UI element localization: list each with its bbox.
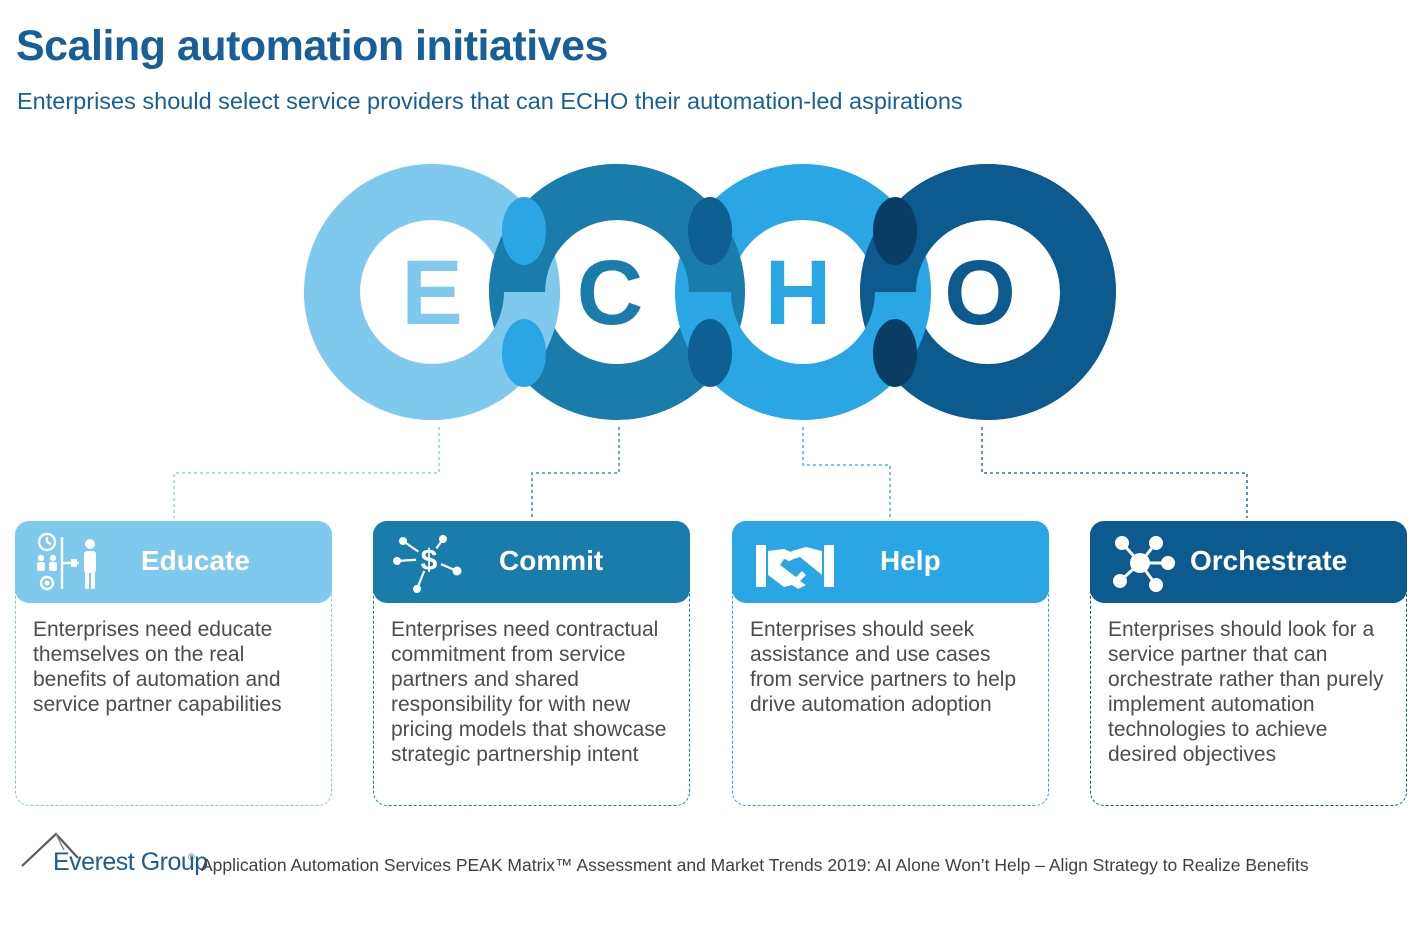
card-orchestrate: Orchestrate Enterprises should look for … <box>1090 521 1407 806</box>
source-citation: Application Automation Services PEAK Mat… <box>201 855 1309 875</box>
ring-c-over <box>489 164 745 292</box>
echo-rings-diagram: E C H O <box>173 164 1248 518</box>
echo-letter-o: O <box>944 242 1016 344</box>
card-header: Help <box>732 521 1049 603</box>
ring-o-over <box>860 164 1116 292</box>
registered-mark: ® <box>188 852 195 862</box>
page-title: Scaling automation initiatives <box>16 22 608 70</box>
card-header: Educate <box>15 521 332 603</box>
network-nodes-icon <box>1113 536 1175 592</box>
card-educate: Educate Enterprises need educate themsel… <box>15 521 332 806</box>
card-help: Help Enterprises should seek assistance … <box>732 521 1049 806</box>
card-title: Educate <box>141 545 250 576</box>
echo-letter-c: C <box>577 242 643 344</box>
overlap-ch-top <box>688 197 732 265</box>
overlap-ec-bottom <box>502 319 546 387</box>
card-description: Enterprises should look for a service pa… <box>1108 618 1384 766</box>
brand-name: Everest Group <box>53 848 208 876</box>
dollar-network-icon: $ <box>393 535 462 593</box>
connector-line-orchestrate <box>981 427 1248 518</box>
connector-line-help <box>802 427 891 518</box>
ring-e-over <box>304 292 560 420</box>
card-header: $ Commit <box>373 521 690 603</box>
overlap-ho-bottom <box>873 319 917 387</box>
card-title: Orchestrate <box>1190 545 1348 576</box>
card-header: Orchestrate <box>1090 521 1407 603</box>
card-commit: $ Commit Enterprises need contractual co… <box>373 521 690 806</box>
card-description: Enterprises need educate themselves on t… <box>33 618 282 716</box>
card-title: Help <box>880 545 941 576</box>
handshake-icon <box>756 545 834 589</box>
overlap-ec-top <box>502 197 546 265</box>
echo-letter-e: E <box>401 242 462 344</box>
card-description: Enterprises should seek assistance and u… <box>750 618 1017 716</box>
card-description: Enterprises need contractual commitment … <box>391 618 667 766</box>
people-gear-clock-icon <box>37 532 96 591</box>
overlap-ch-bottom <box>688 319 732 387</box>
svg-text:$: $ <box>421 544 438 577</box>
echo-letter-h: H <box>765 242 831 344</box>
overlap-ho-top <box>873 197 917 265</box>
card-title: Commit <box>499 545 604 576</box>
page-subtitle: Enterprises should select service provid… <box>17 88 963 114</box>
everest-group-logo-icon <box>21 832 79 867</box>
connector-line-commit <box>531 427 620 518</box>
connector-line-educate <box>173 427 440 518</box>
